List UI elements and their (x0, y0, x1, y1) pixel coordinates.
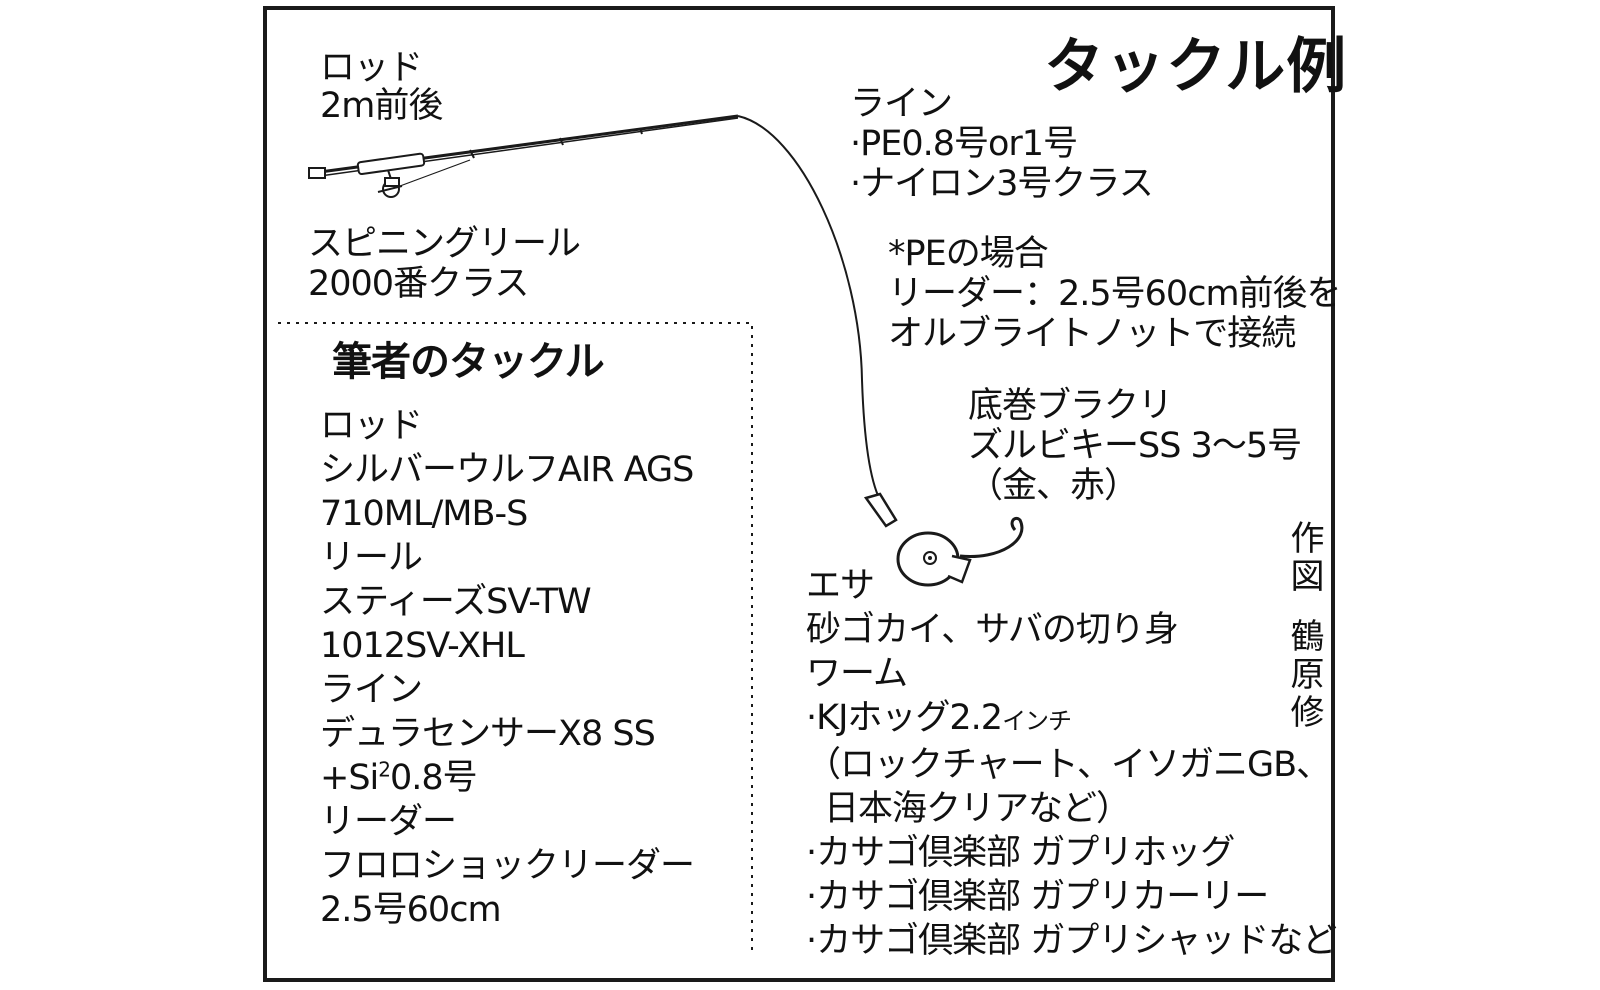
worm-label: ワーム (806, 654, 908, 694)
worm-item-shad: ·カサゴ倶楽部 ガプリシャッドなど (806, 921, 1337, 961)
pe-note-knot: オルブライトノットで接続 (888, 314, 1296, 354)
pe-note-heading: *PEの場合 (888, 234, 1049, 274)
author-rod-code: 710ML/MB-S (320, 494, 528, 534)
worm-item-kj-name: ·KJホッグ2.2 (806, 698, 1003, 738)
reel-label: スピニングリール (308, 224, 581, 264)
worm-item-curly: ·カサゴ倶楽部 ガプリカーリー (806, 877, 1269, 917)
author-line-si: +Si (320, 758, 379, 798)
esa-value: 砂ゴカイ、サバの切り身 (806, 610, 1179, 650)
author-line-superscript: 2 (378, 757, 391, 782)
esa-label: エサ (806, 566, 875, 606)
credit-name: 鶴原修 (1284, 618, 1324, 732)
worm-item-hog: ·カサゴ倶楽部 ガプリホッグ (806, 833, 1235, 873)
credit-label: 作図 (1284, 520, 1324, 596)
page-title: タックル例 (1044, 32, 1348, 102)
worm-item-kj: ·KJホッグ2.2インチ (806, 696, 1336, 743)
line-label: ライン (850, 84, 953, 124)
worm-item-kj-unit: インチ (1002, 707, 1072, 735)
author-leader-label: リーダー (320, 802, 457, 842)
worm-item-kj-colors-a: （ロックチャート、イソガニGB、 (806, 745, 1331, 785)
author-rod-model: シルバーウルフAIR AGS (320, 450, 694, 490)
author-tackle-heading: 筆者のタックル (332, 339, 605, 385)
rig-colors: （金、赤） (968, 466, 1139, 506)
rig-name: 底巻ブラクリ (968, 386, 1173, 426)
diagram-frame (263, 6, 1335, 982)
spinning-reel-drawing (377, 159, 471, 198)
author-line-model: デュラセンサーX8 SS (320, 714, 656, 754)
author-line-label: ライン (320, 670, 423, 710)
author-leader-size: 2.5号60cm (320, 890, 502, 930)
worm-item-kj-colors-b: 日本海クリアなど） (824, 789, 1131, 829)
sinker-rig-drawing (863, 492, 1024, 587)
author-tackle-list: ロッド シルバーウルフAIR AGS 710ML/MB-S リール スティーズS… (320, 404, 695, 932)
bait-list: エサ 砂ゴカイ、サバの切り身 ワーム ·KJホッグ2.2インチ （ロックチャート… (806, 564, 1337, 963)
reel-spec: 2000番クラス (308, 264, 529, 304)
line-item-pe: ·PE0.8号or1号 (850, 124, 1078, 164)
author-leader-model: フロロショックリーダー (320, 846, 695, 886)
author-reel-code: 1012SV-XHL (320, 626, 525, 666)
author-reel-model: スティーズSV-TW (320, 582, 592, 622)
fishing-line (737, 115, 881, 501)
author-reel-label: リール (320, 538, 423, 578)
author-line-number: 0.8号 (390, 758, 478, 798)
rod-drawing (308, 114, 739, 179)
pe-note-leader: リーダー：2.5号60cm前後を (888, 274, 1342, 314)
line-item-nylon: ·ナイロン3号クラス (850, 164, 1154, 204)
author-rod-label: ロッド (320, 406, 423, 446)
rig-model: ズルビキーSS 3〜5号 (968, 426, 1302, 466)
rod-label: ロッド (320, 48, 423, 88)
author-line-size: +Si20.8号 (320, 756, 694, 800)
rod-spec: 2m前後 (320, 86, 443, 126)
